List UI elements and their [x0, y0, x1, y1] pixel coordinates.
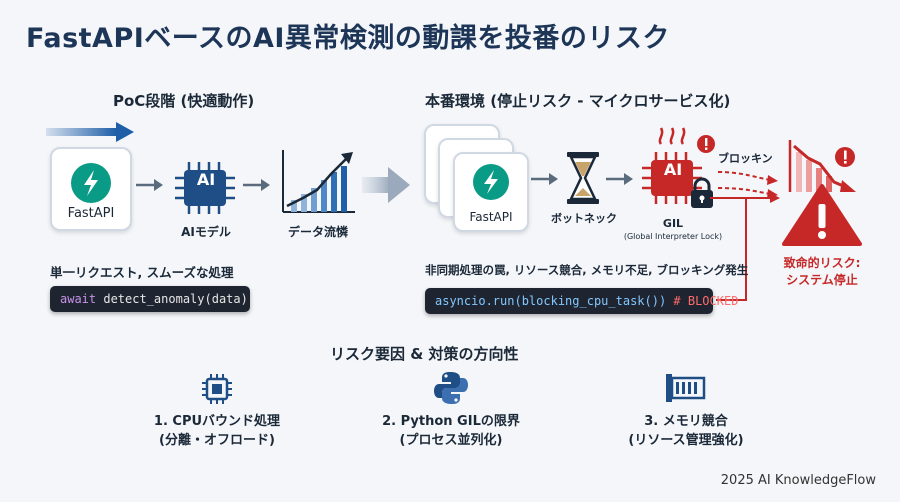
gil-label: GIL [662, 217, 684, 230]
overloaded-ai-chip-icon [642, 152, 702, 204]
arrow-right-icon [531, 173, 558, 185]
memory-module-icon [666, 374, 706, 402]
fastapi-logo-icon [473, 164, 509, 200]
data-flow-label: データ流憐 [287, 225, 348, 239]
risk-line-1: 致命的リスク: [783, 256, 861, 270]
countermeasure-1-line-2: (分離・オフロード) [159, 433, 275, 448]
footer-credit: 2025 AI KnowledgeFlow [720, 473, 876, 488]
prod-code-snippet: asyncio.run(blocking_cpu_task()) # BLOCK… [425, 288, 738, 314]
risk-line-2: システム停止 [786, 273, 858, 287]
ai-chip-text: AI [196, 170, 216, 189]
poc-code-snippet: await detect_anomaly(data) [50, 286, 250, 312]
arrow-right-icon [243, 179, 270, 191]
countermeasure-2-line-2: (プロセス並列化) [399, 433, 503, 448]
poc-heading: PoC段階 (快適動作) [113, 92, 255, 110]
ai-chip-text: AI [663, 160, 683, 179]
fastapi-card-front: FastAPI [453, 152, 529, 232]
warning-badge-icon [697, 135, 715, 153]
countermeasure-1-line-1: 1. CPUバウンド処理 [153, 414, 281, 429]
lock-icon [691, 177, 713, 208]
hourglass-icon [567, 152, 599, 204]
countermeasure-3-line-2: (リソース管理強化) [628, 433, 744, 448]
bottleneck-label: ボットネック [551, 212, 617, 225]
gil-sublabel: (Global Interpreter Lock) [623, 232, 723, 241]
page-title: FastAPIベースのAI異常検測の動課を投番のリスク [26, 23, 670, 54]
fastapi-label: FastAPI [469, 210, 513, 224]
heat-waves-icon [658, 127, 686, 145]
code-keyword: await [60, 292, 97, 306]
cpu-chip-icon [202, 374, 232, 404]
risk-connector-lines [710, 196, 780, 301]
countermeasure-2-line-1: 2. Python GILの限界 [382, 414, 520, 429]
prod-description: 非同期処理の罠, リソース競合, メモリ不足, ブロッキング発生 [425, 263, 749, 277]
warning-badge-icon [835, 147, 855, 167]
arrow-right-icon [136, 179, 163, 191]
fastapi-label: FastAPI [67, 206, 115, 221]
blocking-label: ブロッキン [718, 152, 773, 165]
blocking-dashed-arrows-icon [717, 171, 778, 199]
warning-triangle-icon [782, 184, 862, 246]
fastapi-logo-icon [71, 163, 111, 203]
poc-description: 単一リクエスト, スムーズな処理 [50, 265, 234, 280]
python-logo-icon [434, 372, 468, 404]
ai-model-label: AIモデル [181, 225, 231, 239]
data-chart-icon [282, 150, 355, 213]
countermeasure-3-line-1: 3. メモリ競合 [644, 414, 728, 429]
ai-chip-icon [175, 162, 235, 214]
prod-heading: 本番環境 (停止リスク - マイクロサービス化) [425, 92, 731, 110]
code-call: detect_anomaly(data) [96, 292, 248, 306]
fastapi-card: FastAPI [50, 147, 132, 231]
code-call: asyncio.run(blocking_cpu_task()) [435, 294, 667, 308]
arrow-right-icon [606, 173, 633, 185]
declining-chart-icon [788, 140, 856, 192]
code-comment: # BLOCKED [666, 294, 739, 308]
countermeasures-heading: リスク要因 & 対策の方向性 [330, 345, 519, 363]
transition-arrow-icon [362, 167, 410, 203]
flow-arrow-icon [46, 122, 134, 142]
